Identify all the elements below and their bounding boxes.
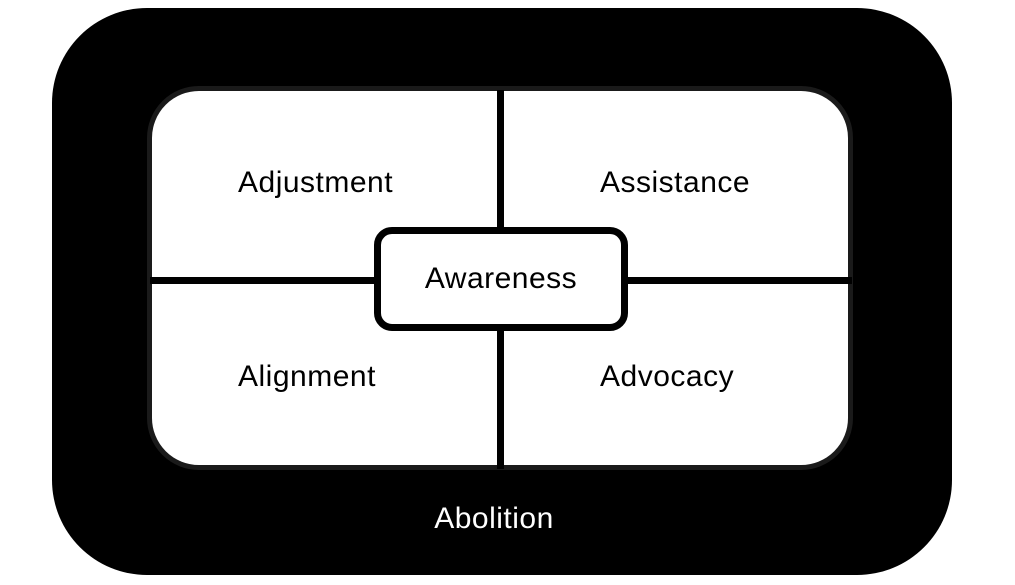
divider-vertical-bottom bbox=[497, 326, 504, 469]
center-box-awareness: Awareness bbox=[374, 227, 628, 331]
divider-horizontal-left bbox=[150, 277, 380, 284]
quadrant-label-alignment: Alignment bbox=[238, 360, 376, 393]
quadrant-label-assistance: Assistance bbox=[600, 166, 751, 199]
quadrant-label-adjustment: Adjustment bbox=[238, 166, 394, 199]
quadrant-label-advocacy: Advocacy bbox=[600, 360, 735, 393]
divider-horizontal-right bbox=[624, 277, 852, 284]
outer-label-abolition: Abolition bbox=[434, 502, 554, 535]
center-label: Awareness bbox=[424, 262, 578, 295]
divider-vertical-top bbox=[497, 90, 504, 232]
